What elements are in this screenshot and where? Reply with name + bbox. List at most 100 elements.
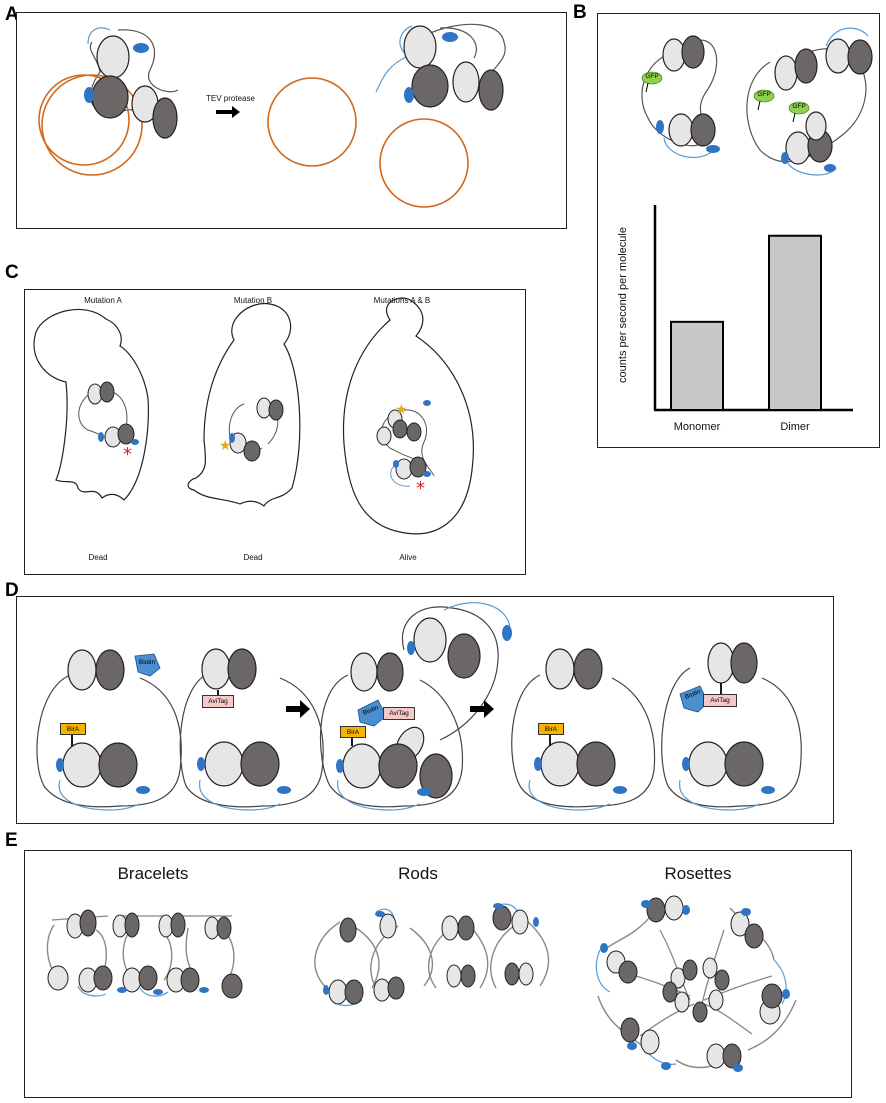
rods-title: Rods [398,864,438,883]
panel-b-artwork [641,27,873,412]
subunit-light [342,743,382,789]
subunit-light [702,957,718,979]
tag-blue [442,32,458,42]
subunit-dark [478,69,504,111]
tev-ring-2 [38,74,130,166]
subunit-dark [221,973,243,999]
subunit-dark [409,456,427,478]
subunit-light [674,991,690,1013]
mutation-star-red: * [123,444,132,465]
tag-blue [656,120,664,134]
subunit-light [540,741,580,787]
panel-a-artwork [38,23,506,208]
tag-blue [782,989,790,999]
mutation-star-yellow: ★ [219,438,232,454]
tag-blue [761,786,775,794]
subunit-light [441,915,459,941]
subunit-dark [170,912,186,938]
bar-monomer [670,320,724,412]
outcome-ab: Alive [399,553,417,562]
subunit-light [805,111,827,141]
subunit-dark [457,915,475,941]
bracelets-title: Bracelets [117,864,189,883]
tag-blue [641,900,651,908]
gfp-label: GFP [645,73,659,80]
subunit-dark [117,423,135,445]
subunit-dark [682,959,698,981]
tag-blue [323,985,329,995]
panel-d-letter: D [5,580,19,601]
subunit-light [47,965,69,991]
tag-blue [493,903,503,909]
outcome-b: Dead [243,553,263,562]
tag-blue [781,152,789,164]
subunit-dark [662,981,678,1003]
gfp-tag [753,89,775,103]
panel-c-artwork: * ★ ★ * [33,297,474,535]
subunit-dark [576,741,616,787]
subunit-light [545,648,575,690]
subunit-dark [730,642,758,684]
subunit-dark [722,1043,742,1069]
subunit-dark [138,965,158,991]
subunit-dark [216,916,232,940]
biotin-shape [679,685,709,713]
subunit-light [62,742,102,788]
tag-blue [733,1064,743,1072]
subunit-light [204,741,244,787]
subunit-dark [690,113,716,147]
subunit-dark [392,419,408,439]
arrow-right [470,700,494,718]
subunit-dark [91,75,129,119]
avitag-box: AviTag [202,695,234,708]
subunit-dark [406,422,422,442]
biotin-shape [357,699,387,727]
subunit-light [328,979,348,1005]
subunit-light [511,909,529,935]
subunit-dark [243,440,261,462]
tag-blue [613,786,627,794]
mutation-star-yellow: ★ [395,402,408,418]
subunit-dark [724,741,764,787]
tag-blue [131,439,139,445]
subunit-light [373,978,391,1002]
tag-blue [98,432,104,442]
tag-blue [56,758,64,772]
panel-e-letter: E [5,830,18,851]
mutation-a-title: Mutation A [84,296,122,305]
subunit-light [774,55,798,91]
panel-b-letter: B [573,2,587,23]
gfp-tag [788,101,810,115]
subunit-light [670,967,686,989]
subunit-light [403,25,437,69]
panel-b [597,13,880,448]
subunit-light [707,642,735,684]
subunit-dark [460,964,476,988]
subunit-light [518,962,534,986]
tag-blue [117,987,127,993]
tag-blue [153,989,163,995]
subunit-dark [847,39,873,75]
tev-ring-free-1 [267,77,357,167]
cell-outline [187,302,301,507]
tag-blue [824,164,836,172]
mutation-ab-title: Mutations A & B [373,296,431,305]
subunit-light [67,649,97,691]
cell-outline [342,297,474,535]
tag-blue [423,400,431,406]
subunit-light [664,895,684,921]
tag-blue [133,43,149,53]
tag-blue [136,786,150,794]
subunit-dark [227,648,257,690]
subunit-dark [93,965,113,991]
subunit-dark [419,753,453,799]
tag-blue [407,641,415,655]
tag-blue [393,460,399,468]
subunit-dark [339,917,357,943]
subunit-light [379,913,397,939]
subunit-dark [692,1001,708,1023]
tag-blue [423,471,431,477]
subunit-light [350,652,378,692]
subunit-dark [504,962,520,986]
